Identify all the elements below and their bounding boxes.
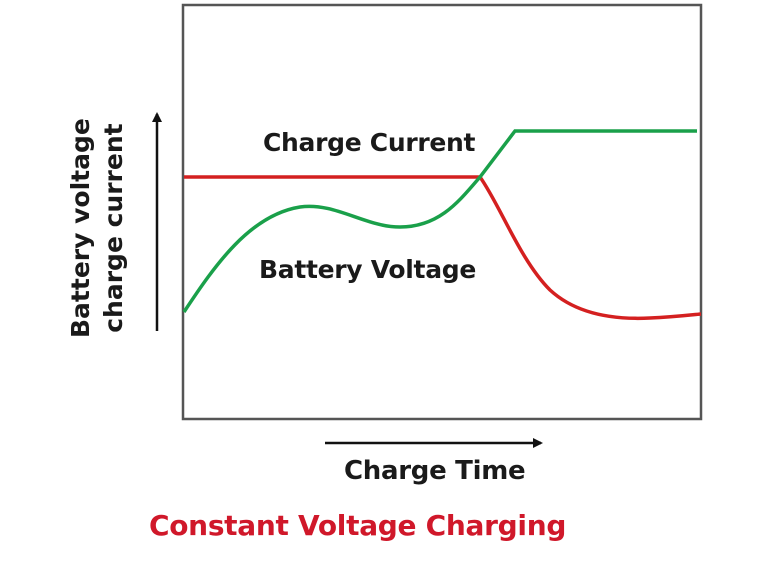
- x-axis-label: Charge Time: [344, 456, 526, 486]
- chart-title: Constant Voltage Charging: [149, 509, 567, 542]
- series-label-battery-voltage: Battery Voltage: [259, 255, 477, 284]
- series-label-charge-current: Charge Current: [263, 128, 476, 157]
- green-series-line: [182, 129, 697, 313]
- y-axis-label: Battery voltage charge current: [64, 118, 130, 338]
- red-series-line: [184, 175, 702, 321]
- plot-frame: [181, 3, 703, 421]
- y-axis-label-line2: charge current: [99, 123, 128, 333]
- y-axis-label-line1: Battery voltage: [66, 118, 95, 338]
